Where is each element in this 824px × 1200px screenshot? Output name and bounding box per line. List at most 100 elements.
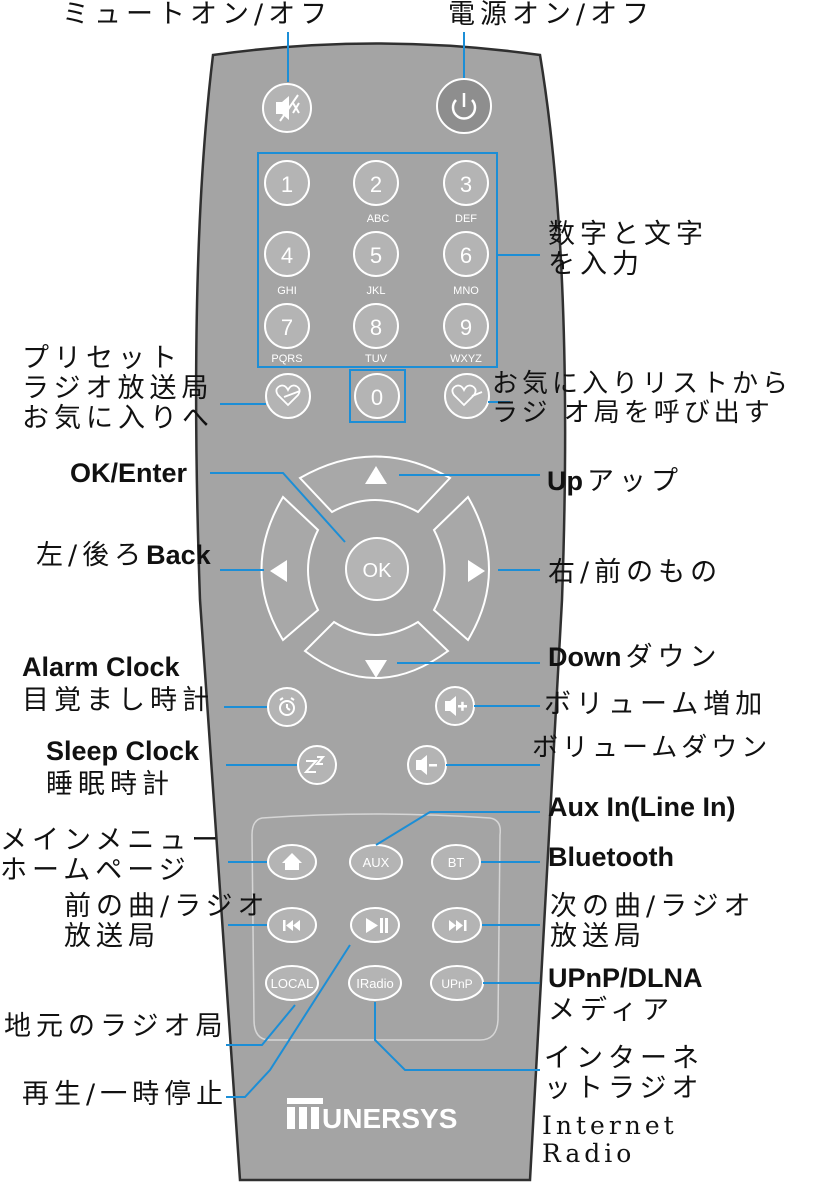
up-jp-label: アップ (587, 466, 683, 497)
callout-lines (210, 32, 540, 1098)
ok-enter-label: OK/Enter (70, 458, 188, 488)
digit-label: 7 (281, 315, 293, 340)
play-pause-icon (366, 918, 388, 933)
next-button[interactable] (432, 907, 482, 943)
zero-key-frame (349, 369, 406, 423)
next-label: 次の曲/ラジオ 放送局 (550, 891, 756, 953)
bluetooth-button[interactable]: BT (431, 844, 481, 880)
digit-key-7[interactable]: 7 (264, 303, 310, 349)
up-label-group: Up アップ (547, 466, 683, 497)
digit-label: 6 (460, 243, 472, 268)
digit-key-1[interactable]: 1 (264, 160, 310, 206)
number-entry-label: 数字と文字 を入力 (548, 219, 708, 281)
keypad-frame (257, 152, 498, 368)
letters-label: WXYZ (450, 353, 482, 365)
volume-down-label: ボリュームダウン (532, 733, 772, 763)
brand-name: UNERSYS (322, 1103, 457, 1134)
down-label-group: Down ダウン (548, 642, 722, 673)
nav-ring (260, 455, 490, 679)
left-arrow-icon (270, 560, 287, 582)
digit-label: 1 (281, 172, 293, 197)
iradio-en-label: Internet Radio (542, 1111, 678, 1168)
up-arrow-icon (365, 466, 387, 484)
recall-favorite-label: お気に入りリストから ラジ オ局を呼び出す (492, 369, 793, 429)
ok-label: OK (363, 560, 393, 582)
volume-down-button[interactable] (407, 745, 447, 785)
sleep-icon (303, 756, 326, 773)
letters-label: DEF (455, 213, 477, 225)
mute-label: ミュートオン/オフ (62, 0, 333, 30)
home-icon (282, 853, 302, 870)
digit-key-8[interactable]: 8 (353, 303, 399, 349)
next-track-icon (449, 920, 467, 931)
alarm-clock-icon (279, 697, 295, 716)
alarm-jp-label: 目覚まし時計 (22, 685, 214, 716)
heart-add-icon (275, 384, 301, 407)
lower-panel (251, 813, 502, 1041)
main-menu-label: メインメニュー ホームページ (0, 825, 224, 887)
sleep-button[interactable] (297, 745, 337, 785)
local-radio-label: 地元のラジオ局 (4, 1011, 228, 1042)
letters-label: ABC (367, 213, 390, 225)
recall-favorite-button[interactable] (444, 373, 490, 419)
home-button[interactable] (267, 844, 317, 880)
down-arrow-icon (365, 660, 387, 678)
down-jp-label: ダウン (625, 642, 722, 673)
local-button[interactable]: LOCAL (265, 965, 319, 1001)
heart-list-icon (451, 384, 483, 407)
letters-label: GHI (277, 285, 297, 297)
right-arrow-icon (468, 560, 485, 582)
digit-key-4[interactable]: 4 (264, 231, 310, 277)
digit-label: 8 (370, 315, 382, 340)
sleep-en-label: Sleep Clock (46, 736, 200, 766)
iradio-jp-label: インターネ ットラジオ (544, 1043, 704, 1105)
local-label: LOCAL (271, 976, 314, 991)
left-button[interactable] (260, 495, 320, 642)
alarm-en-label: Alarm Clock (22, 652, 180, 682)
digit-label: 5 (370, 243, 382, 268)
aux-label: AUX (363, 855, 390, 870)
digit-label: 0 (371, 385, 383, 410)
volume-down-icon (416, 755, 437, 775)
previous-track-icon (283, 920, 300, 931)
previous-button[interactable] (267, 907, 317, 943)
preset-favorite-label: プリセット ラジオ放送局 お気に入りへ (22, 343, 214, 435)
iradio-label: IRadio (356, 976, 394, 991)
digit-key-6[interactable]: 6 (443, 231, 489, 277)
callout-line (374, 1002, 540, 1071)
internet-radio-button[interactable]: IRadio (348, 965, 402, 1001)
power-button[interactable] (436, 78, 492, 134)
ok-button[interactable]: OK (345, 537, 409, 601)
digit-key-5[interactable]: 5 (353, 231, 399, 277)
down-label: Down (548, 642, 622, 672)
up-button[interactable] (298, 455, 452, 514)
digit-key-9[interactable]: 9 (443, 303, 489, 349)
volume-up-label: ボリューム増加 (544, 689, 768, 720)
play-pause-button[interactable] (350, 907, 400, 943)
digit-key-2[interactable]: 2 (353, 160, 399, 206)
upnp-button[interactable]: UPnP (430, 965, 484, 1001)
callout-line (210, 472, 346, 543)
brand-mark-icon (287, 1098, 323, 1129)
alarm-button[interactable] (267, 687, 307, 727)
previous-label: 前の曲/ラジオ 放送局 (64, 891, 270, 953)
aux-button[interactable]: AUX (349, 844, 403, 880)
mute-icon (276, 94, 300, 122)
preset-favorite-button[interactable] (265, 373, 311, 419)
digit-key-0[interactable]: 0 (354, 373, 400, 419)
letters-label: TUV (365, 353, 388, 365)
callout-line (375, 811, 540, 846)
power-icon (451, 93, 477, 120)
letters-label: MNO (453, 285, 479, 297)
mute-button[interactable] (262, 83, 312, 133)
left-back-jp-label: 左/後ろ (36, 540, 147, 571)
bluetooth-label: Bluetooth (548, 842, 674, 872)
volume-up-icon (445, 696, 467, 716)
right-button[interactable] (432, 495, 490, 642)
play-pause-label: 再生/一時停止 (22, 1079, 229, 1110)
sleep-jp-label: 睡眠時計 (46, 769, 174, 800)
digit-key-3[interactable]: 3 (443, 160, 489, 206)
volume-up-button[interactable] (435, 686, 475, 726)
